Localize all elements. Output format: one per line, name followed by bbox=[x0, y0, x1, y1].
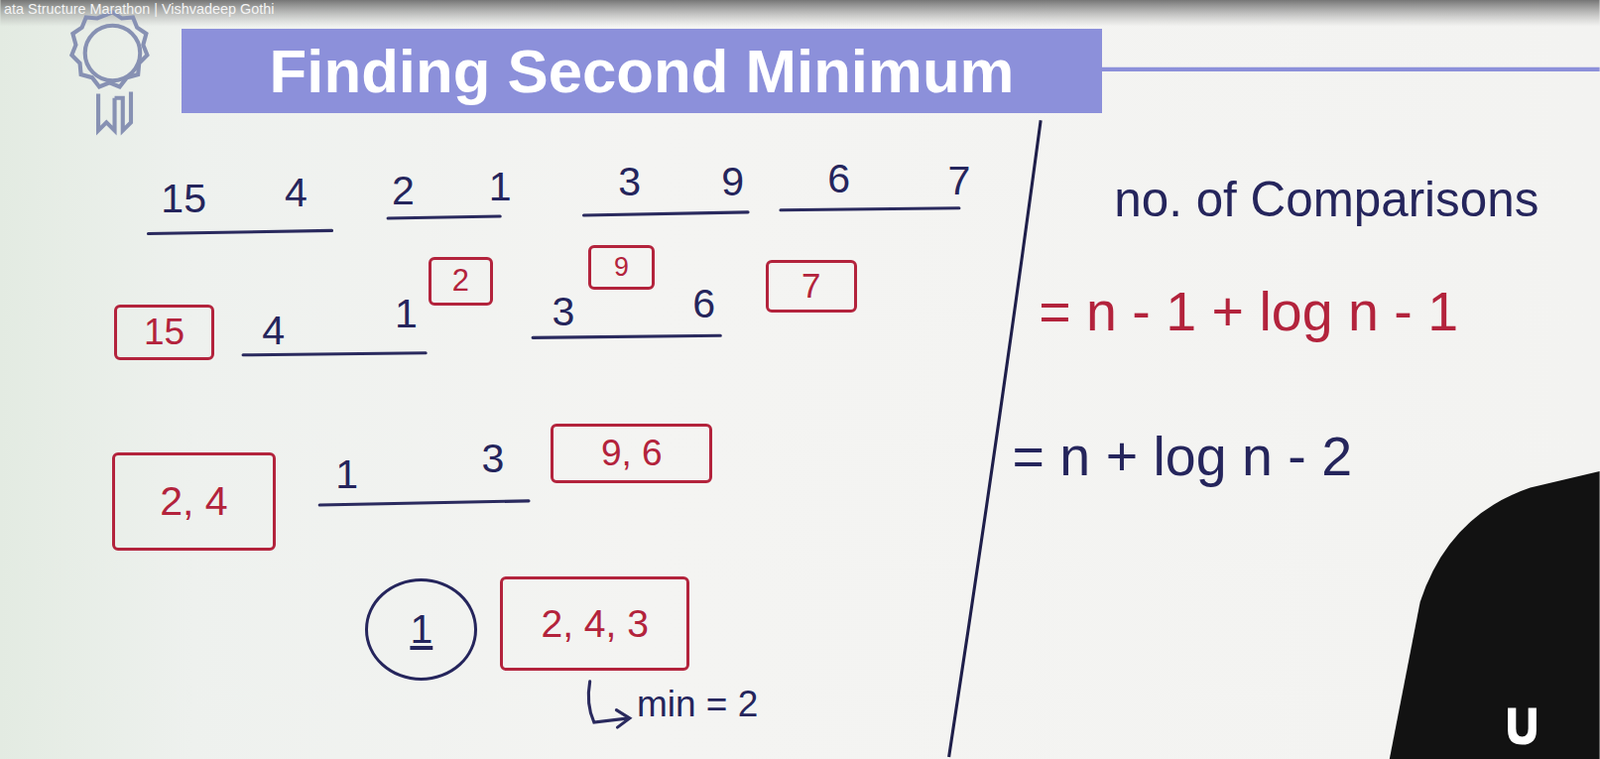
title-rule bbox=[1102, 67, 1600, 72]
formula-line: = n - 1 + log n - 1 bbox=[1038, 284, 1459, 341]
pair-underlines bbox=[147, 208, 959, 728]
array-number-text: 7 bbox=[948, 158, 972, 205]
winner-number-text: 3 bbox=[481, 435, 504, 482]
winner-number-text: 4 bbox=[261, 308, 285, 355]
video-title-band bbox=[0, 0, 1600, 27]
array-number: 3 bbox=[617, 162, 641, 204]
winner-number: 6 bbox=[692, 283, 716, 325]
array-number-text: 3 bbox=[617, 159, 641, 206]
node-value: 9 bbox=[614, 253, 629, 281]
badge-icon bbox=[71, 11, 147, 130]
formula-heading-text: no. of Comparisons bbox=[1113, 171, 1539, 227]
formula-line-text: = n + log n - 2 bbox=[1011, 425, 1353, 488]
winner-number: 1 bbox=[394, 293, 418, 335]
video-series-title: ata Structure Marathon | Vishvadeep Goth… bbox=[3, 1, 274, 16]
array-number-text: 1 bbox=[489, 164, 512, 211]
minimum-circle: 1 bbox=[365, 578, 478, 681]
video-series-title-text: ata Structure Marathon | Vishvadeep Goth… bbox=[3, 0, 274, 17]
loser-list-box: 2, 4 bbox=[112, 452, 276, 552]
title-banner: Finding Second Minimum bbox=[181, 28, 1103, 114]
array-number-text: 6 bbox=[827, 155, 851, 202]
node-value: 9, 6 bbox=[601, 434, 663, 472]
loser-list-box: 2 bbox=[428, 256, 493, 306]
array-number-text: 2 bbox=[391, 168, 415, 215]
node-value: 2, 4 bbox=[159, 481, 229, 522]
node-value: 7 bbox=[801, 268, 821, 304]
result-note: min = 2 bbox=[636, 685, 758, 723]
array-number-text: 15 bbox=[160, 175, 207, 222]
result-note-text: min = 2 bbox=[636, 682, 758, 725]
loser-list-box: 15 bbox=[114, 304, 215, 362]
formula-heading: no. of Comparisons bbox=[1113, 174, 1539, 224]
presenter-silhouette bbox=[1389, 471, 1600, 759]
channel-logo bbox=[1507, 708, 1537, 745]
array-number: 2 bbox=[391, 171, 415, 213]
winner-number: 3 bbox=[481, 438, 504, 480]
formula-line-text: = n - 1 + log n - 1 bbox=[1038, 280, 1459, 343]
node-value: 2, 4, 3 bbox=[540, 604, 649, 643]
title-text: Finding Second Minimum bbox=[269, 40, 1015, 103]
winner-number-text: 1 bbox=[335, 452, 359, 498]
winner-number-text: 1 bbox=[394, 290, 418, 337]
array-number: 15 bbox=[160, 178, 207, 220]
winner-number-text: 6 bbox=[692, 280, 716, 327]
array-number: 4 bbox=[284, 173, 308, 215]
formula-line: = n + log n - 2 bbox=[1011, 429, 1353, 486]
loser-list-box: 9 bbox=[588, 245, 656, 290]
node-value: 2 bbox=[452, 265, 470, 297]
winner-number-text: 3 bbox=[551, 288, 575, 335]
loser-list-box: 9, 6 bbox=[550, 423, 713, 484]
array-number: 6 bbox=[827, 158, 851, 200]
winner-number: 3 bbox=[551, 291, 575, 333]
array-number-text: 4 bbox=[284, 170, 308, 217]
array-number: 9 bbox=[721, 162, 744, 204]
loser-list-box: 7 bbox=[765, 259, 859, 313]
node-value: 1 bbox=[409, 609, 433, 650]
array-number: 1 bbox=[489, 167, 512, 209]
winner-number: 1 bbox=[335, 455, 359, 496]
loser-list-box: 2, 4, 3 bbox=[499, 576, 690, 671]
array-number: 7 bbox=[948, 161, 972, 203]
node-value: 15 bbox=[143, 313, 185, 351]
array-number-text: 9 bbox=[721, 159, 744, 206]
winner-number: 4 bbox=[261, 311, 285, 353]
